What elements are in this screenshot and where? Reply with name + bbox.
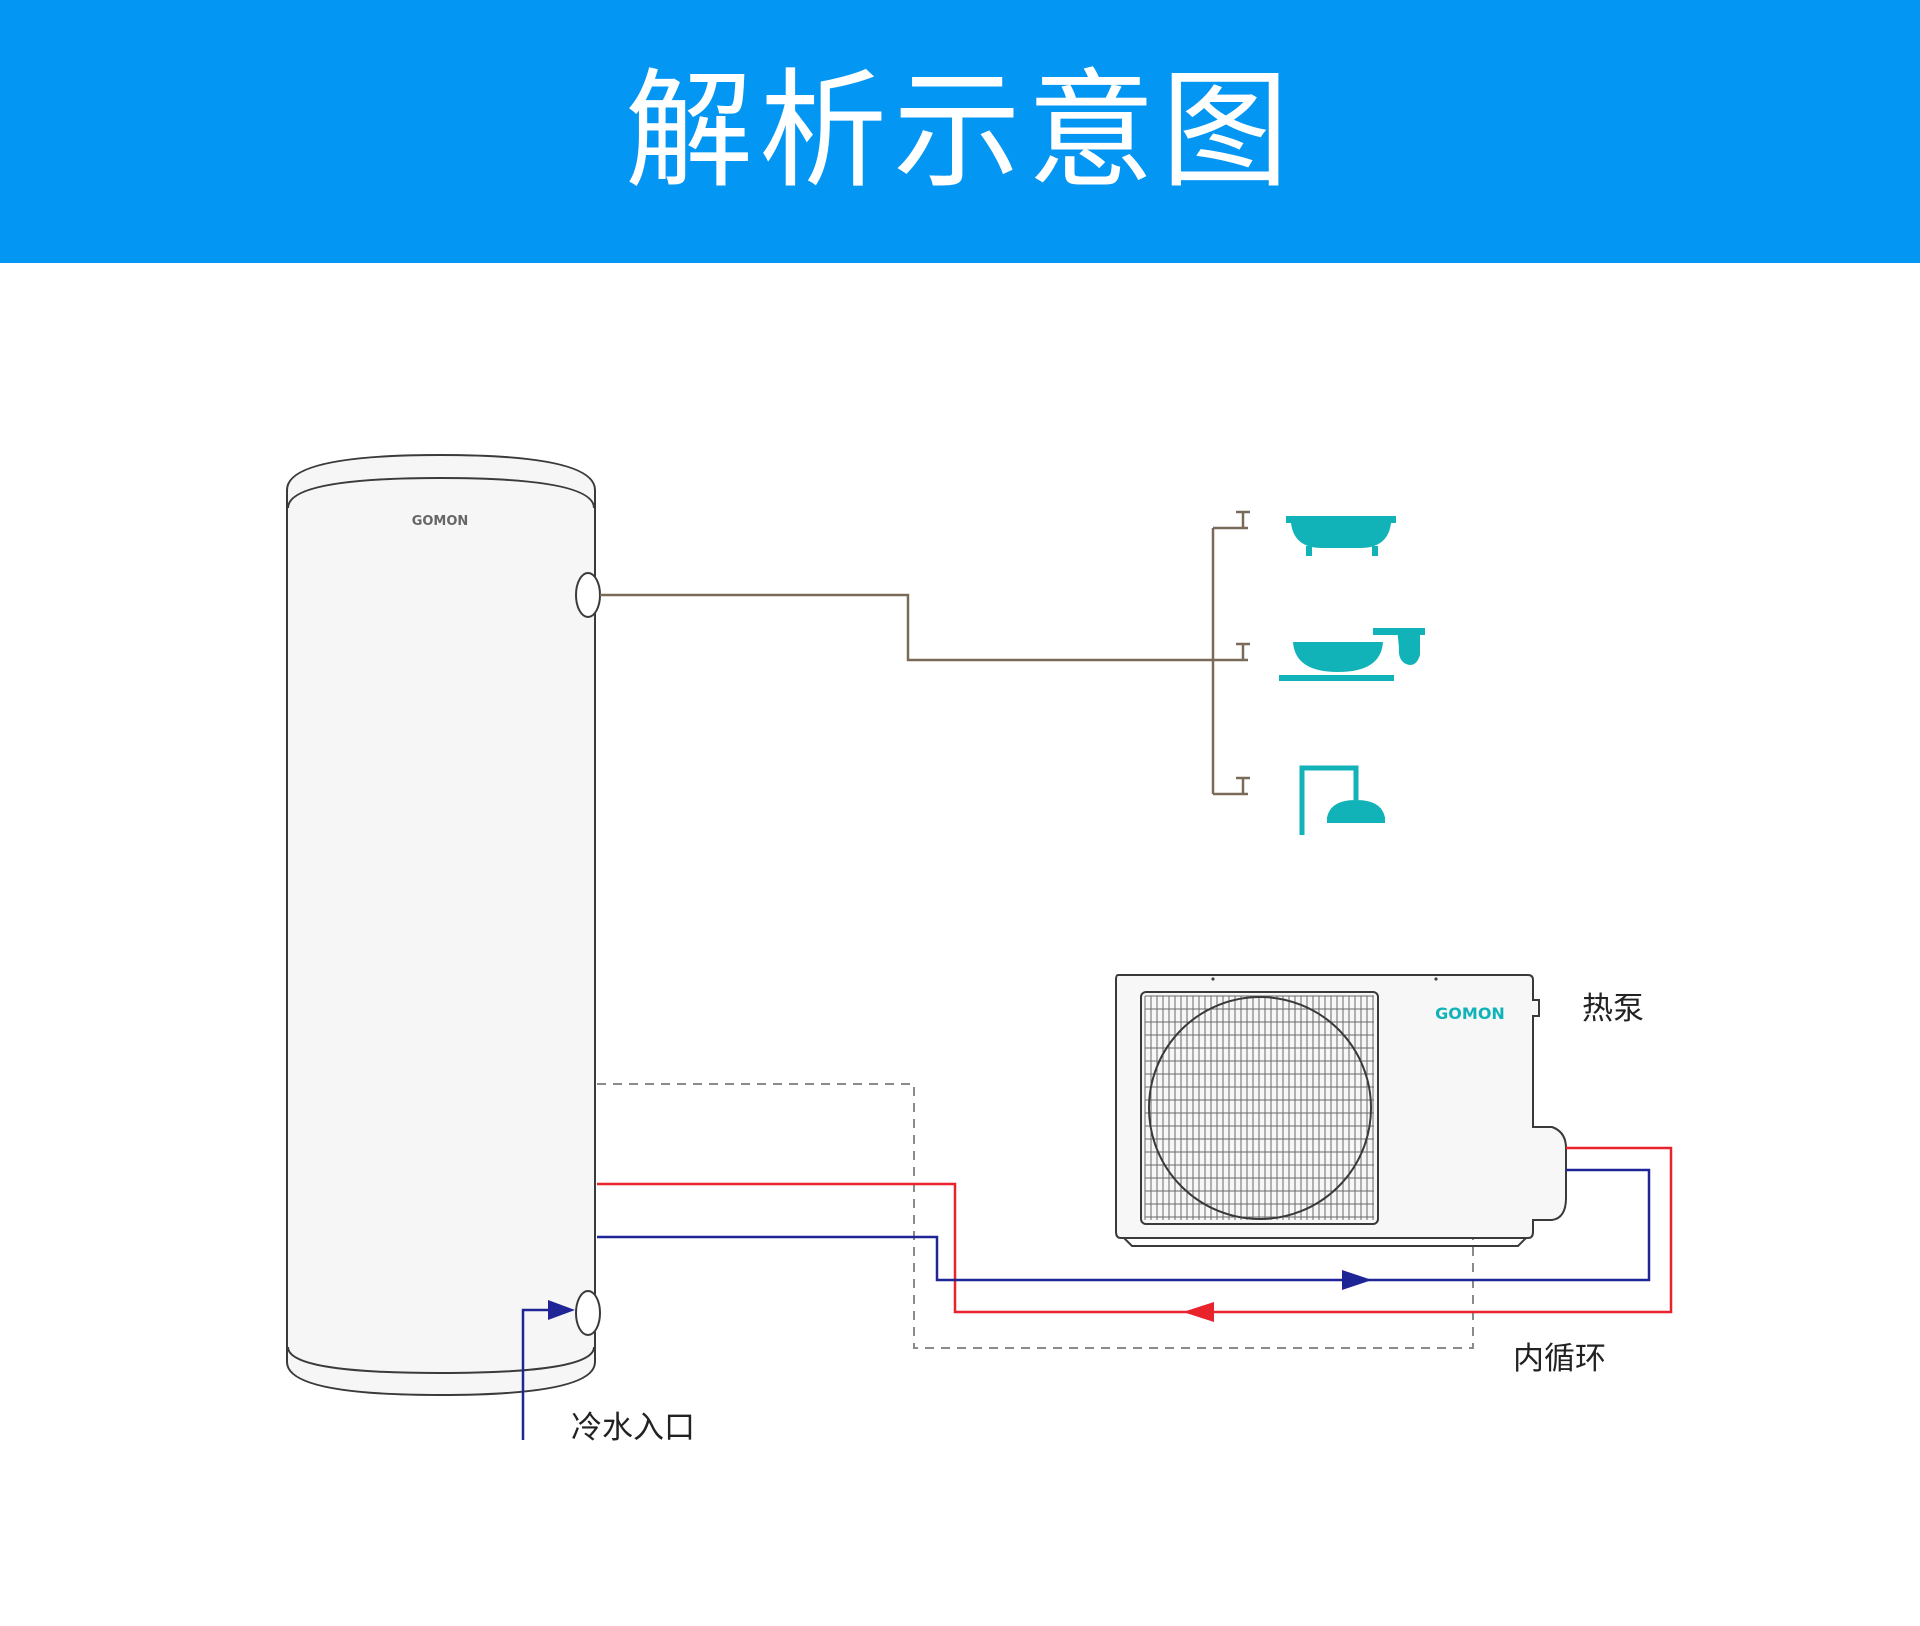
bathtub-icon xyxy=(1286,516,1396,556)
screw-icon xyxy=(1211,977,1215,981)
heat-pump-unit: GOMON xyxy=(1115,974,1567,1247)
screw-icon xyxy=(1434,977,1438,981)
cold-inlet-label: 冷水入口 xyxy=(571,1410,695,1446)
dashed-boundary xyxy=(597,1083,1474,1349)
hot-circulation-pipe xyxy=(597,1146,1673,1314)
cold-circulation-pipe xyxy=(597,1168,1651,1282)
page-title: 解析示意图 xyxy=(624,56,1295,206)
cold-inlet-pipe xyxy=(521,1308,555,1440)
header-banner: 解析示意图 xyxy=(0,0,1920,263)
tank-top-rim xyxy=(287,476,595,509)
inner-loop-label: 内循环 xyxy=(1513,1341,1606,1377)
shower-icon xyxy=(1299,765,1385,835)
tank-body xyxy=(286,453,596,1397)
arrow-icon xyxy=(548,1300,575,1320)
heat-pump-brand-logo: GOMON xyxy=(1435,1004,1505,1023)
tank-bottom-rim xyxy=(287,1346,595,1375)
water-tank: GOMON xyxy=(286,453,601,1397)
hot-outlet-port xyxy=(575,572,601,618)
hot-water-pipe xyxy=(600,526,1248,796)
washbasin-icon xyxy=(1279,628,1425,681)
grille-pattern xyxy=(1144,995,1374,1220)
arrow-icon xyxy=(1342,1270,1372,1290)
arrow-icon xyxy=(1183,1302,1214,1322)
cold-inlet-port xyxy=(575,1290,601,1336)
faucet-valve-icon xyxy=(1236,510,1250,794)
fan-grille xyxy=(1140,991,1379,1225)
fan-circle xyxy=(1148,996,1372,1220)
heat-pump-label: 热泵 xyxy=(1582,991,1644,1027)
heat-pump-base xyxy=(1123,1237,1527,1247)
tank-brand-logo: GOMON xyxy=(412,514,469,529)
